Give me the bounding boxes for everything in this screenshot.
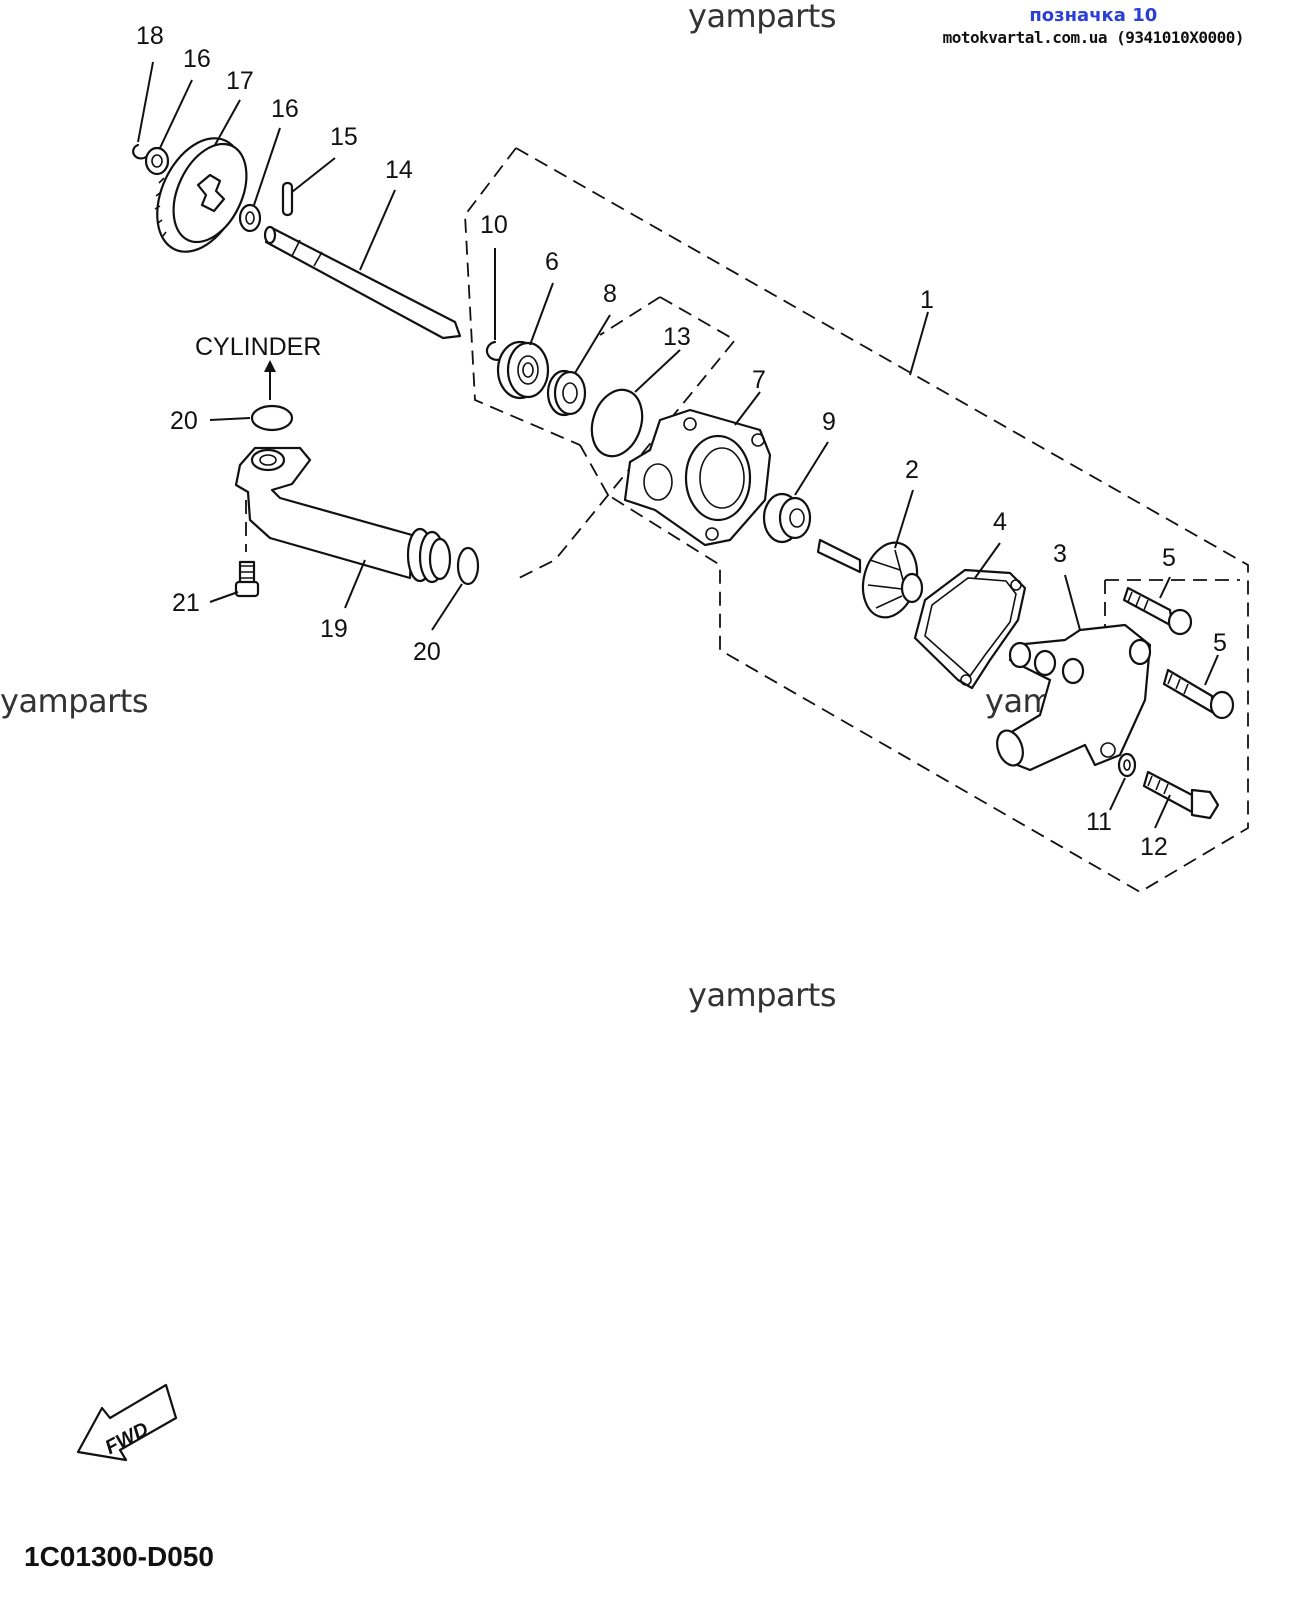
- part-6-bearing: [496, 340, 550, 400]
- callout-16: 16: [271, 95, 299, 123]
- part-7-pump-housing: [623, 408, 772, 547]
- callout-10: 10: [480, 211, 508, 239]
- callout-14: 14: [385, 156, 413, 184]
- callout-16: 16: [183, 45, 211, 73]
- callout-20: 20: [413, 638, 441, 666]
- callout-5: 5: [1213, 629, 1227, 657]
- badge-title: позначка 10: [1029, 5, 1158, 26]
- callout-6: 6: [545, 248, 559, 276]
- watermark-left: yamparts: [0, 682, 148, 720]
- part-4-gasket: [913, 568, 1027, 690]
- callout-8: 8: [603, 280, 617, 308]
- part-19-water-pipe: [234, 446, 452, 584]
- part-16-washer-left: [144, 146, 170, 176]
- callout-18: 18: [136, 22, 164, 50]
- watermark-top: yamparts: [688, 0, 836, 35]
- part-3-pump-cover: [996, 623, 1152, 772]
- badge-subtitle: motokvartal.com.ua (9341010X0000): [942, 28, 1245, 47]
- callout-17: 17: [226, 67, 254, 95]
- part-5-bolt-upper: [1122, 586, 1193, 636]
- part-8-bearing: [546, 369, 587, 417]
- cylinder-label: CYLINDER: [195, 333, 321, 361]
- part-20-o-ring-top: [250, 404, 294, 432]
- callout-12: 12: [1140, 833, 1168, 861]
- callout-21: 21: [172, 589, 200, 617]
- callout-3: 3: [1053, 540, 1067, 568]
- callout-9: 9: [822, 408, 836, 436]
- part-18-circlip: [132, 143, 148, 160]
- callout-7: 7: [752, 366, 766, 394]
- part-2-impeller: [816, 538, 924, 619]
- fwd-arrow-icon: FWD: [76, 1383, 178, 1462]
- source-badge: позначка 10 motokvartal.com.ua (9341010X…: [942, 5, 1245, 47]
- callout-5: 5: [1162, 544, 1176, 572]
- part-20-o-ring-bottom: [456, 546, 480, 586]
- callout-20: 20: [170, 407, 198, 435]
- part-9-seal: [762, 492, 812, 544]
- callout-13: 13: [663, 323, 691, 351]
- callout-leader-lines: [137, 61, 1219, 829]
- watermark-bottom: yamparts: [688, 976, 836, 1014]
- cylinder-arrow: [264, 360, 276, 400]
- callout-15: 15: [330, 123, 358, 151]
- callout-1: 1: [920, 286, 934, 314]
- part-12-bolt: [1142, 770, 1220, 820]
- diagram-code: 1C01300-D050: [24, 1541, 214, 1572]
- part-15-pin: [281, 181, 294, 217]
- part-13-o-ring: [590, 388, 644, 458]
- callout-2: 2: [905, 456, 919, 484]
- callout-19: 19: [320, 615, 348, 643]
- part-21-bolt: [234, 500, 260, 598]
- part-17-gear: [154, 137, 248, 253]
- part-14-shaft: [263, 225, 462, 340]
- part-5-bolt-lower: [1162, 668, 1235, 720]
- part-16-washer-right: [238, 203, 262, 233]
- part-11-washer: [1117, 752, 1137, 778]
- callout-11: 11: [1086, 808, 1112, 836]
- assembly-dashed-outline: [464, 147, 1249, 894]
- callout-4: 4: [993, 508, 1007, 536]
